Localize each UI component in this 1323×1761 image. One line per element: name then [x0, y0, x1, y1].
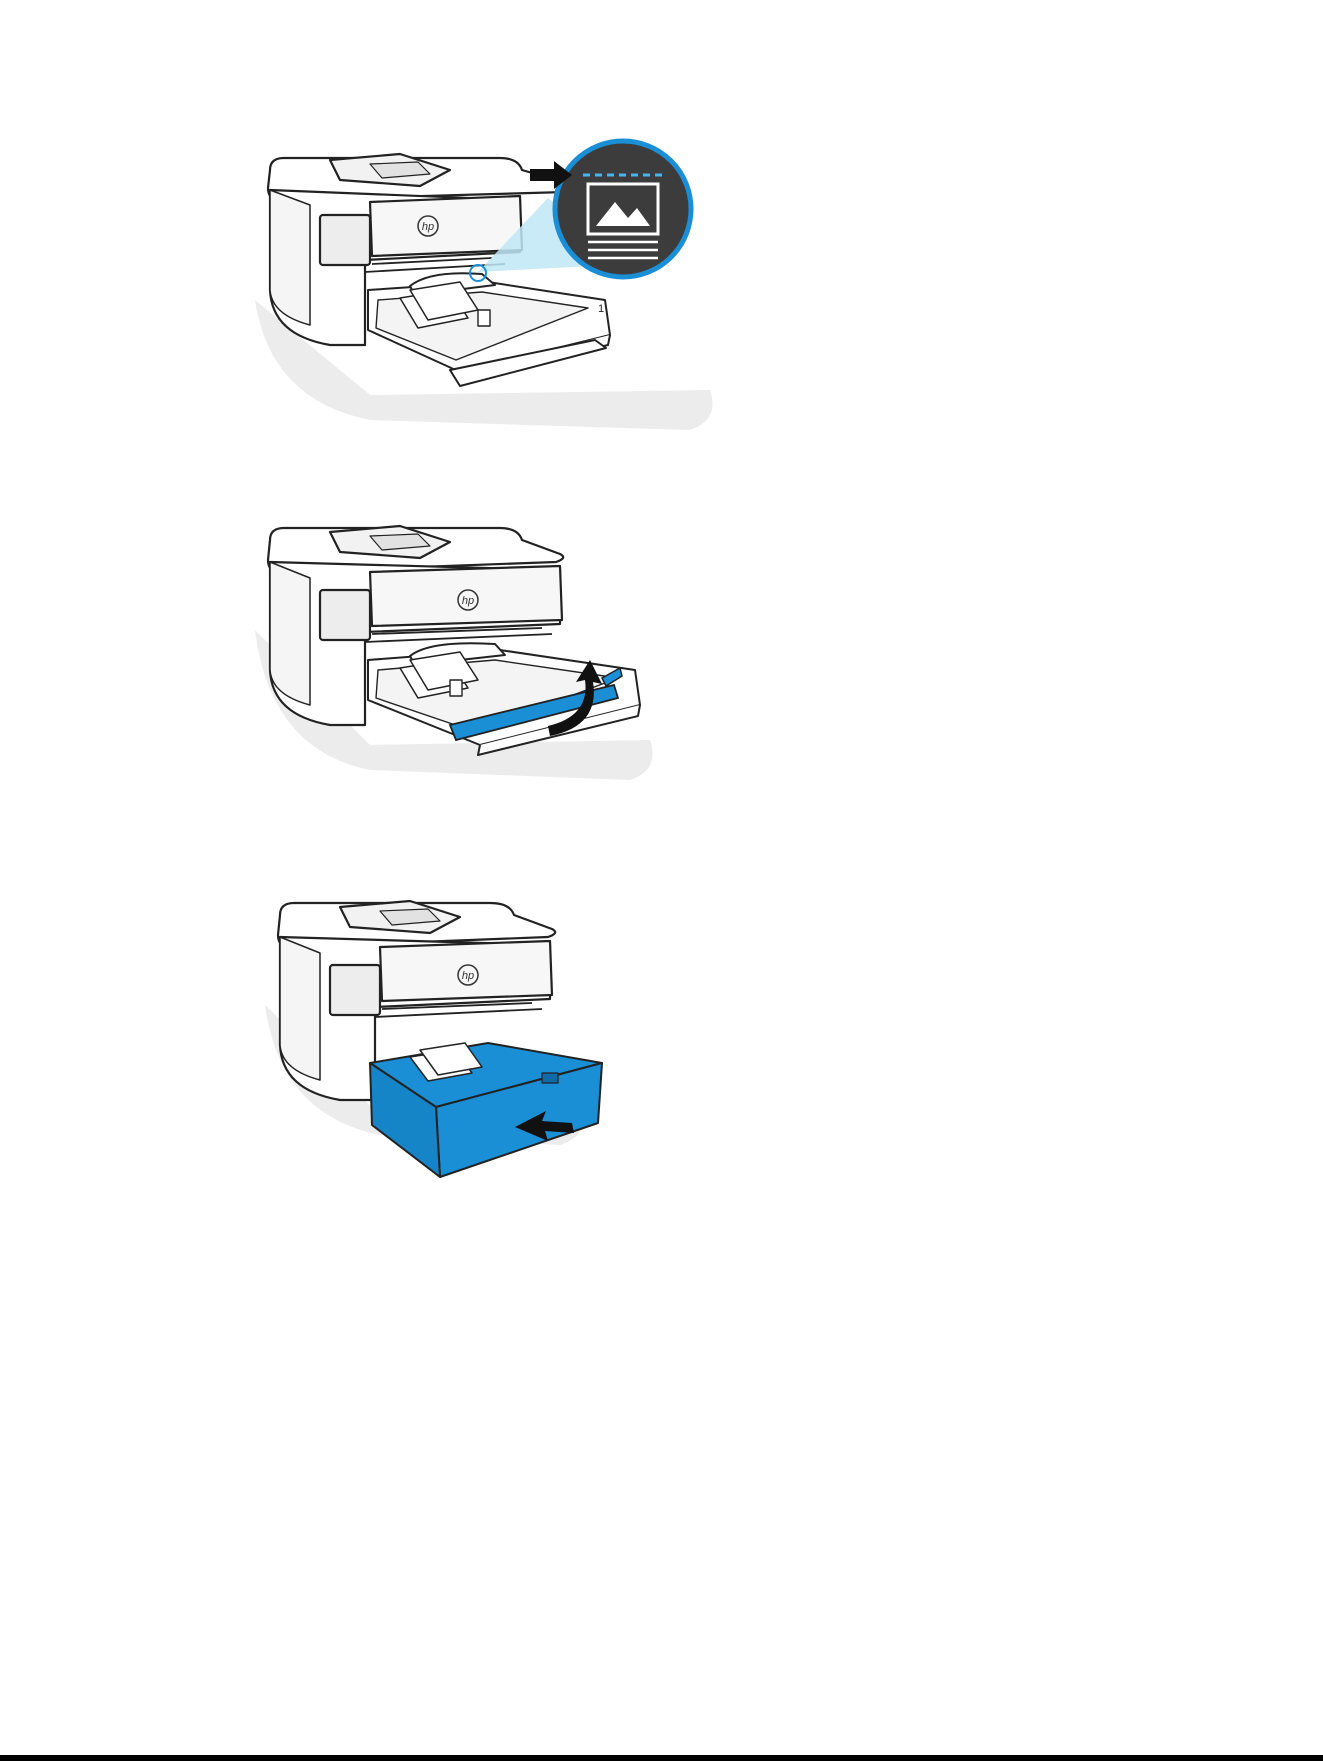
step-3-figure: hp [260, 895, 690, 1195]
hp-logo-text: hp [462, 970, 474, 982]
step-2-figure: hp [250, 520, 710, 800]
paper-tray-open: 1 [368, 273, 610, 386]
tray-number-label: 1 [598, 303, 604, 315]
hp-logo-text: hp [422, 221, 434, 233]
photo-paper-orientation-icon [555, 141, 691, 277]
step-3-illustration: hp [260, 895, 690, 1195]
step-1-figure: hp 1 [250, 140, 770, 440]
step-2-illustration: hp [250, 520, 710, 800]
step-1-illustration: hp 1 [250, 140, 770, 440]
hp-logo-text: hp [462, 595, 474, 607]
paper-tray-highlight [370, 1043, 602, 1177]
bottom-rule [0, 1755, 1323, 1761]
